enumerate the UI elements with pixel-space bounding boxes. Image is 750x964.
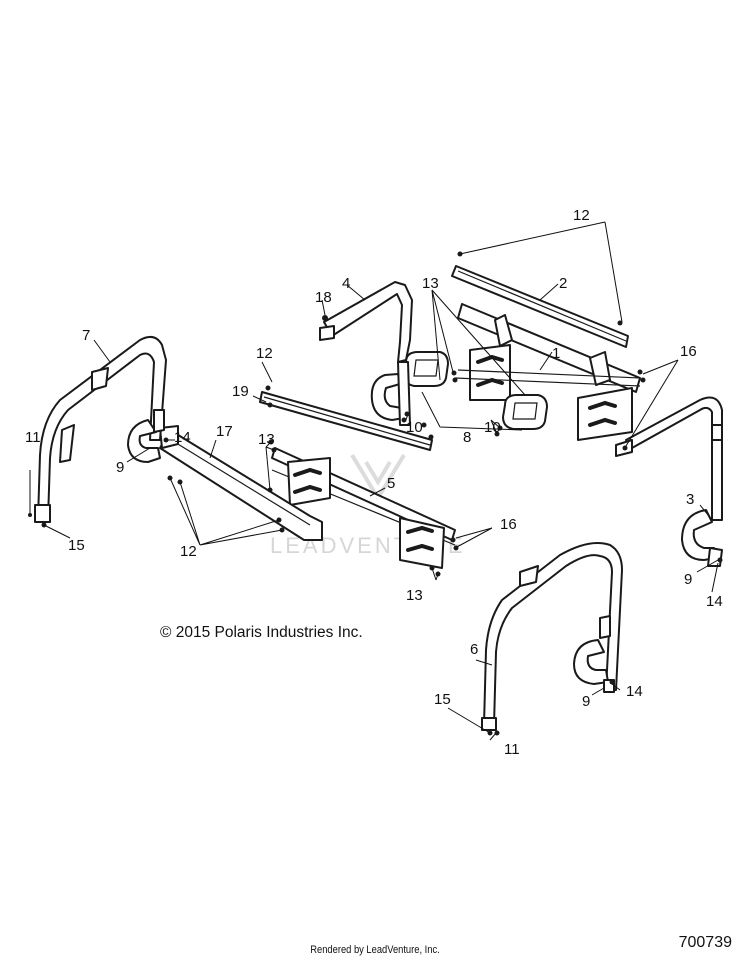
callout-7: 7 — [82, 327, 90, 344]
callout-19: 19 — [232, 383, 249, 400]
callout-2: 2 — [559, 275, 567, 292]
part-2-rear-crossbar[interactable] — [451, 251, 629, 348]
part-1-rear-panel[interactable] — [454, 303, 641, 441]
callout-9: 9 — [116, 459, 124, 476]
callout-10: 10 — [484, 419, 501, 436]
part-6-front-right-upright[interactable] — [481, 542, 623, 731]
part-19-mid-crossbar[interactable] — [259, 385, 434, 451]
callout-18: 18 — [315, 289, 332, 306]
callout-14: 14 — [706, 593, 723, 610]
callout-12: 12 — [573, 207, 590, 224]
part-3-rear-right-upright[interactable] — [615, 396, 723, 567]
leader-lines — [29, 221, 719, 741]
copyright-text: © 2015 Polaris Industries Inc. — [160, 624, 363, 641]
callout-5: 5 — [387, 475, 395, 492]
rendered-by-text: Rendered by LeadVenture, Inc. — [310, 944, 440, 956]
callout-14: 14 — [174, 429, 191, 446]
callout-4: 4 — [342, 275, 350, 292]
callout-16: 16 — [680, 343, 697, 360]
part-5-front-panel[interactable] — [271, 447, 456, 569]
callout-15: 15 — [68, 537, 85, 554]
callout-3: 3 — [686, 491, 694, 508]
callout-12: 12 — [180, 543, 197, 560]
callout-14: 14 — [626, 683, 643, 700]
part-17-front-lower-bar[interactable] — [159, 425, 323, 541]
callout-17: 17 — [216, 423, 233, 440]
callout-8: 8 — [463, 429, 471, 446]
part-8-retractors[interactable] — [403, 351, 548, 430]
diagram-number: 700739 — [678, 934, 732, 951]
callout-16: 16 — [500, 516, 517, 533]
part-7-front-left-upright[interactable] — [34, 335, 167, 523]
callout-1: 1 — [552, 345, 560, 362]
callout-9: 9 — [582, 693, 590, 710]
callout-11: 11 — [504, 741, 520, 758]
callouts: 12 2 13 4 18 1 16 12 19 10 8 10 7 14 17 … — [25, 207, 723, 758]
callout-12: 12 — [256, 345, 273, 362]
callout-13: 13 — [406, 587, 423, 604]
callout-11: 11 — [25, 429, 41, 446]
callout-10: 10 — [406, 419, 423, 436]
callout-6: 6 — [470, 641, 478, 658]
callout-15: 15 — [434, 691, 451, 708]
callout-9: 9 — [684, 571, 692, 588]
part-4-rear-left-upright[interactable] — [319, 281, 413, 426]
callout-13: 13 — [422, 275, 439, 292]
callout-13: 13 — [258, 431, 275, 448]
